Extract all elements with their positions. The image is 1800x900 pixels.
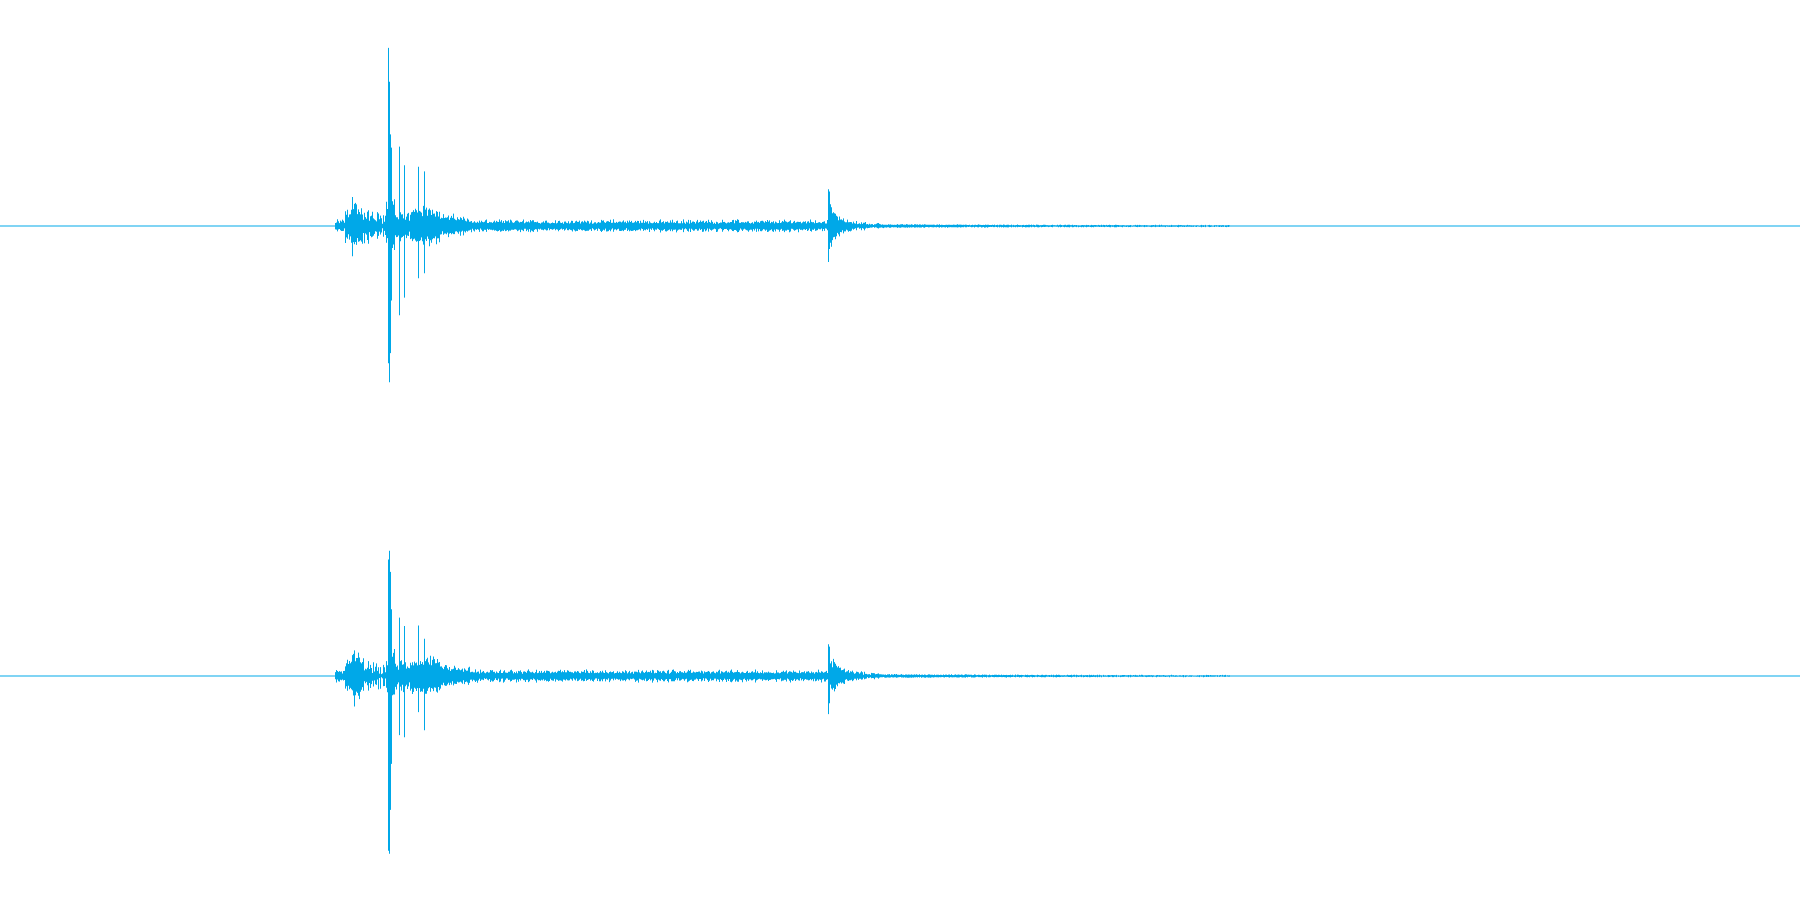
- waveform-trace: [325, 47, 1280, 383]
- waveform-trace: [325, 550, 1280, 854]
- waveform-channel-2: [0, 550, 1800, 854]
- waveform-channel-1: [0, 47, 1800, 383]
